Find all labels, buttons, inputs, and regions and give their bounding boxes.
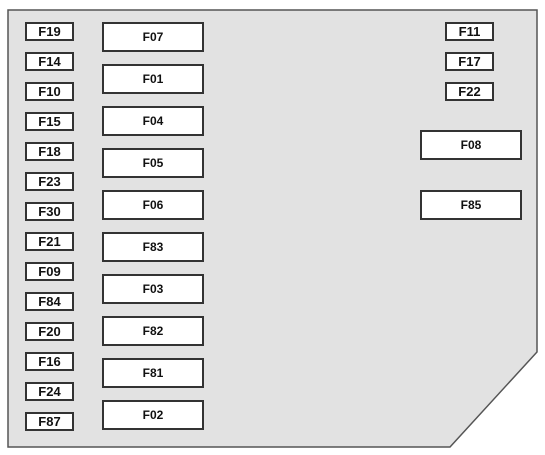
fuse-f19[interactable]: F19 bbox=[25, 22, 74, 41]
fuse-f18[interactable]: F18 bbox=[25, 142, 74, 161]
fuse-f81[interactable]: F81 bbox=[102, 358, 204, 388]
fuse-f83[interactable]: F83 bbox=[102, 232, 204, 262]
fuse-f09[interactable]: F09 bbox=[25, 262, 74, 281]
fuse-box-outline bbox=[7, 9, 538, 448]
fuse-f11[interactable]: F11 bbox=[445, 22, 494, 41]
fuse-f04[interactable]: F04 bbox=[102, 106, 204, 136]
fuse-f01[interactable]: F01 bbox=[102, 64, 204, 94]
fuse-f23[interactable]: F23 bbox=[25, 172, 74, 191]
fuse-f07[interactable]: F07 bbox=[102, 22, 204, 52]
fuse-f08[interactable]: F08 bbox=[420, 130, 522, 160]
fuse-f06[interactable]: F06 bbox=[102, 190, 204, 220]
fuse-f22[interactable]: F22 bbox=[445, 82, 494, 101]
fuse-f15[interactable]: F15 bbox=[25, 112, 74, 131]
fuse-f10[interactable]: F10 bbox=[25, 82, 74, 101]
fuse-f24[interactable]: F24 bbox=[25, 382, 74, 401]
fuse-f84[interactable]: F84 bbox=[25, 292, 74, 311]
fuse-f20[interactable]: F20 bbox=[25, 322, 74, 341]
fuse-f87[interactable]: F87 bbox=[25, 412, 74, 431]
fuse-f03[interactable]: F03 bbox=[102, 274, 204, 304]
fuse-f85[interactable]: F85 bbox=[420, 190, 522, 220]
fuse-f02[interactable]: F02 bbox=[102, 400, 204, 430]
fuse-f30[interactable]: F30 bbox=[25, 202, 74, 221]
fuse-f21[interactable]: F21 bbox=[25, 232, 74, 251]
fuse-f16[interactable]: F16 bbox=[25, 352, 74, 371]
fuse-f17[interactable]: F17 bbox=[445, 52, 494, 71]
fuse-f14[interactable]: F14 bbox=[25, 52, 74, 71]
fuse-f82[interactable]: F82 bbox=[102, 316, 204, 346]
fuse-f05[interactable]: F05 bbox=[102, 148, 204, 178]
